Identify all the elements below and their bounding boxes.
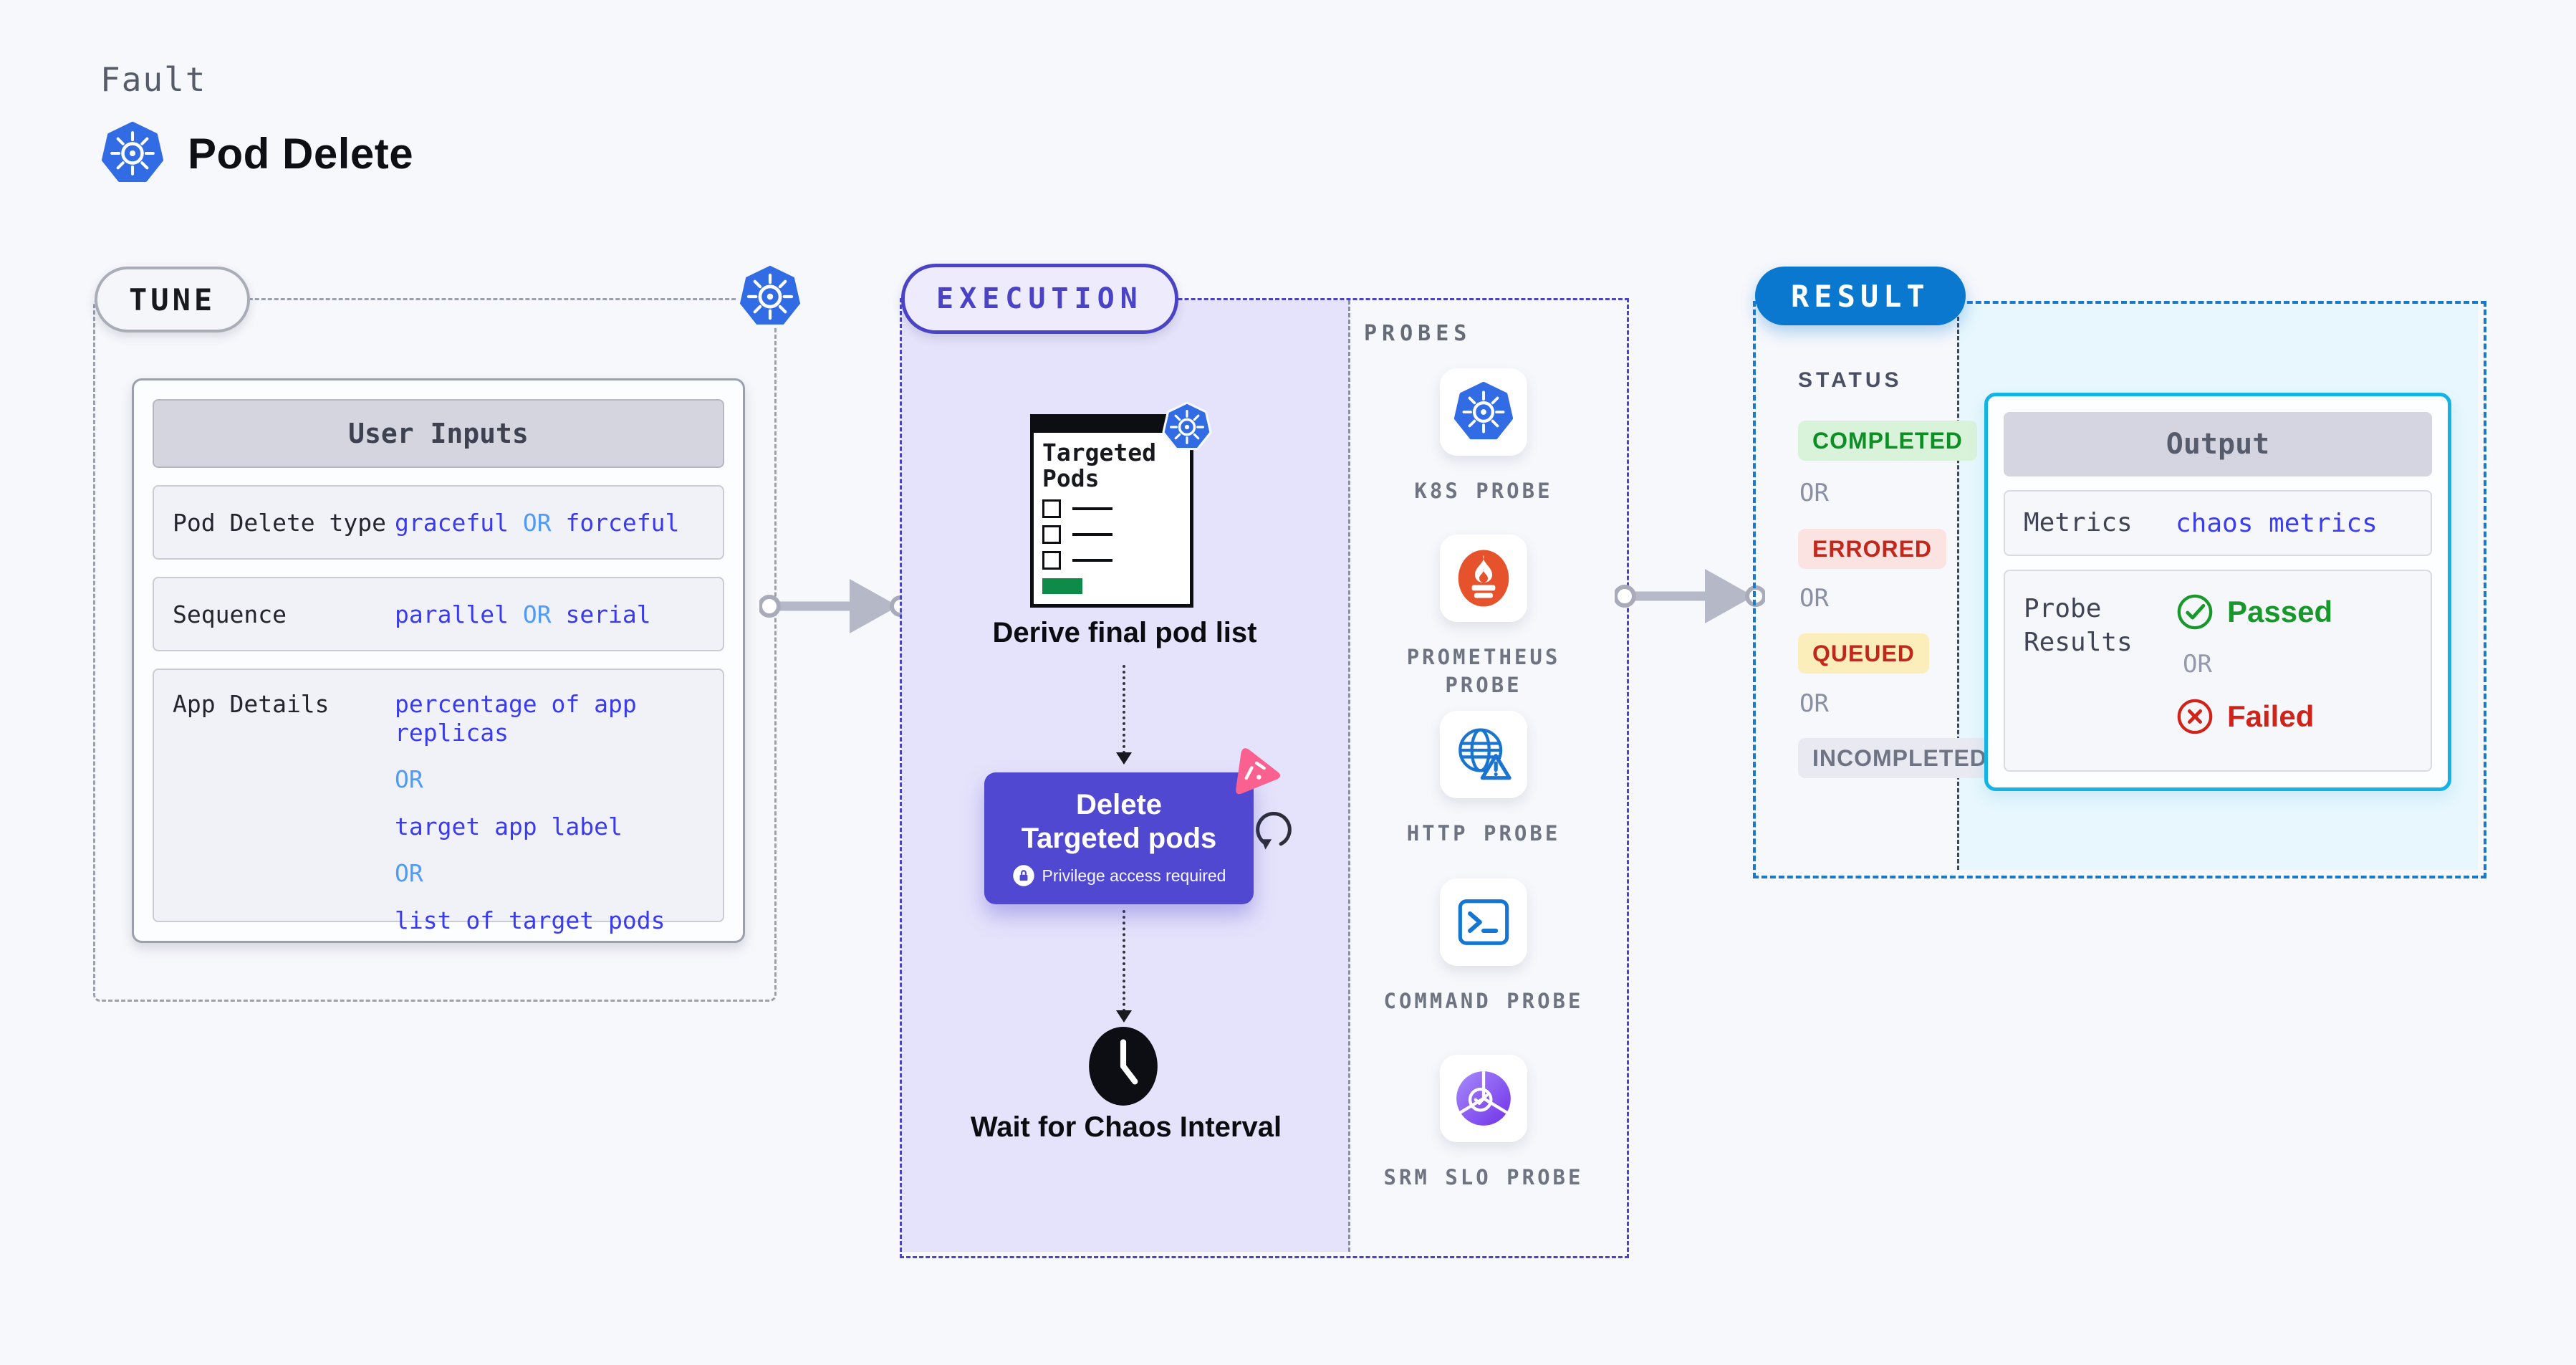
status-badge-completed: COMPLETED [1798, 421, 1977, 461]
arrow-right-icon [759, 579, 910, 633]
list-line [1072, 532, 1112, 536]
or-label: OR [1799, 689, 1829, 718]
list-line [1072, 558, 1112, 562]
row-label: App Details [173, 690, 330, 718]
probe-result-failed: Failed [2176, 697, 2332, 736]
checkbox-icon [1042, 525, 1061, 544]
page-title: Pod Delete [188, 129, 414, 178]
status-output-divider [1957, 304, 1959, 870]
execution-probes-divider [1348, 300, 1350, 1252]
execution-panel [900, 298, 1629, 1258]
row-value: chaos metrics [2176, 508, 2378, 538]
or-label: OR [2183, 650, 2212, 679]
table-row-probe-results: Probe Results Passed OR Failed [2004, 570, 2432, 772]
app-option: list of target pods [395, 906, 665, 934]
kubernetes-icon [100, 120, 165, 186]
or-label: OR [395, 765, 423, 794]
row-value: Passed OR Failed [2176, 593, 2332, 736]
output-header: Output [2004, 412, 2432, 476]
app-option: target app label [395, 812, 623, 840]
fault-kicker: Fault [100, 60, 207, 99]
probe-label: K8S PROBE [1414, 479, 1553, 503]
status-badge-errored: ERRORED [1798, 529, 1947, 569]
lock-icon [1012, 865, 1034, 887]
user-inputs-header: User Inputs [153, 399, 724, 468]
result-section-badge: RESULT [1755, 267, 1966, 325]
checkbox-icon [1042, 499, 1061, 518]
globe-warning-icon [1458, 728, 1512, 780]
probe-card-command [1440, 878, 1527, 966]
list-line [1072, 507, 1112, 510]
table-row-sequence: Sequence parallel OR serial [153, 577, 724, 651]
terminal-icon [1458, 899, 1509, 945]
table-row-app-details: App Details percentage of app replicas O… [153, 669, 724, 934]
row-value: parallel OR serial [395, 600, 651, 628]
slo-gauge-check-icon [1456, 1071, 1511, 1126]
probe-label: COMMAND PROBE [1383, 989, 1584, 1013]
output-table: Output Metrics chaos metrics Probe Resul… [1984, 393, 2451, 791]
page-header: Pod Delete [100, 120, 413, 186]
step-derive-pod-list: Derive final pod list [992, 617, 1257, 648]
flow-connector [1123, 910, 1125, 1012]
status-badge-queued: QUEUED [1798, 633, 1929, 674]
refresh-icon [1256, 812, 1292, 850]
or-label: OR [1799, 479, 1829, 507]
status-column-title: STATUS [1798, 368, 1903, 392]
arrow-right-icon [1615, 569, 1765, 623]
checklist-item [1042, 550, 1181, 570]
check-circle-icon [2177, 594, 2213, 630]
probe-card-prometheus [1440, 535, 1527, 622]
app-option: percentage of app replicas [395, 690, 637, 747]
row-value: graceful OR forceful [395, 508, 680, 537]
delete-targeted-pods-button[interactable]: Delete Targeted pods Privilege access re… [984, 772, 1254, 904]
progress-bar [1042, 578, 1082, 594]
row-label: Metrics [2024, 507, 2133, 537]
chaos-triangle-icon [1236, 748, 1281, 795]
probe-card-srm-slo [1440, 1055, 1527, 1142]
prometheus-flame-icon [1458, 550, 1509, 607]
probe-card-k8s [1440, 368, 1527, 456]
row-value: percentage of app replicas OR target app… [395, 690, 704, 935]
status-badge-incompleted: INCOMPLETED [1798, 738, 2001, 778]
privilege-note: Privilege access required [984, 864, 1254, 887]
checklist-item [1042, 525, 1181, 544]
or-label: OR [1799, 584, 1829, 613]
probe-label: PROMETHEUS PROBE [1406, 645, 1561, 698]
checkbox-icon [1042, 550, 1061, 570]
tune-section-badge: TUNE [95, 267, 251, 332]
row-label: Sequence [173, 600, 287, 628]
table-row-metrics: Metrics chaos metrics [2004, 490, 2432, 556]
targeted-pods-document: Targeted Pods [1030, 414, 1193, 608]
result-panel [1753, 301, 2486, 878]
step-wait-chaos-interval: Wait for Chaos Interval [970, 1111, 1282, 1143]
kubernetes-icon [1162, 401, 1212, 453]
clock-icon [1089, 1027, 1158, 1106]
document-body: Targeted Pods [1030, 433, 1193, 608]
probe-card-http [1440, 711, 1527, 798]
probe-label: SRM SLO PROBE [1383, 1165, 1584, 1189]
x-circle-icon [2177, 699, 2213, 734]
delete-button-label: Delete Targeted pods [1021, 789, 1217, 855]
checklist-item [1042, 499, 1181, 518]
probe-result-passed: Passed [2176, 593, 2332, 631]
probe-label: HTTP PROBE [1406, 821, 1561, 846]
flow-connector [1123, 665, 1125, 754]
row-label: Pod Delete type [173, 508, 387, 537]
kubernetes-icon [1453, 380, 1514, 444]
user-inputs-table: User Inputs Pod Delete type graceful OR … [132, 378, 745, 943]
execution-section-badge: EXECUTION [901, 264, 1178, 334]
document-title: Targeted Pods [1042, 439, 1156, 493]
kubernetes-icon [736, 262, 804, 331]
table-row-pod-delete-type: Pod Delete type graceful OR forceful [153, 485, 724, 560]
tune-panel [93, 298, 777, 1002]
or-label: OR [395, 859, 423, 888]
row-label: Probe Results [2024, 594, 2133, 657]
arrow-down-icon [1116, 1010, 1132, 1022]
probes-column-title: PROBES [1364, 321, 1472, 346]
arrow-down-icon [1116, 752, 1132, 765]
